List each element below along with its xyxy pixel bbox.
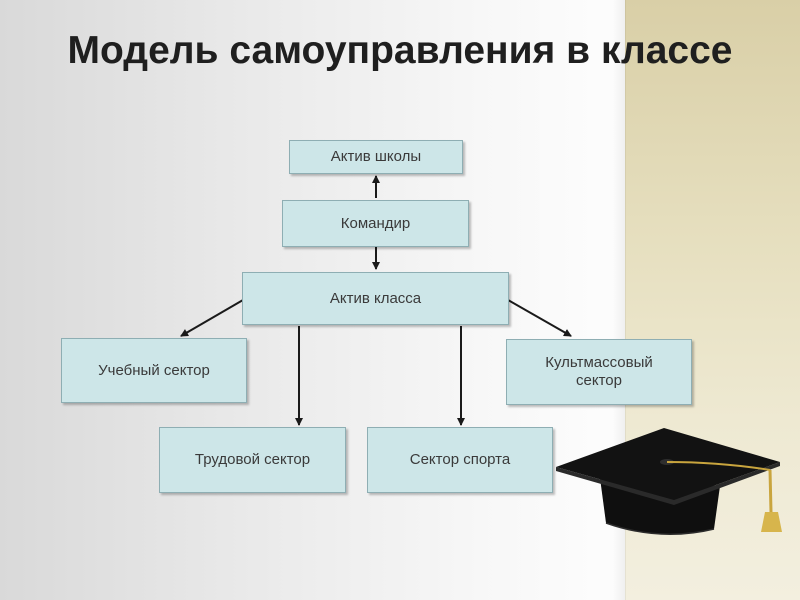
node-cultural-sector: Культмассовый сектор: [506, 339, 692, 405]
node-class-activists: Актив класса: [242, 272, 509, 325]
node-commander: Командир: [282, 200, 469, 247]
arrow-class-to-academic: [180, 299, 244, 337]
arrow-class-to-cultural: [507, 299, 572, 337]
node-academic-sector: Учебный сектор: [61, 338, 247, 403]
slide-title: Модель самоуправления в классе: [67, 29, 733, 72]
node-labor-sector: Трудовой сектор: [159, 427, 346, 493]
node-sports-sector: Сектор спорта: [367, 427, 553, 493]
node-school-activists: Актив школы: [289, 140, 463, 174]
